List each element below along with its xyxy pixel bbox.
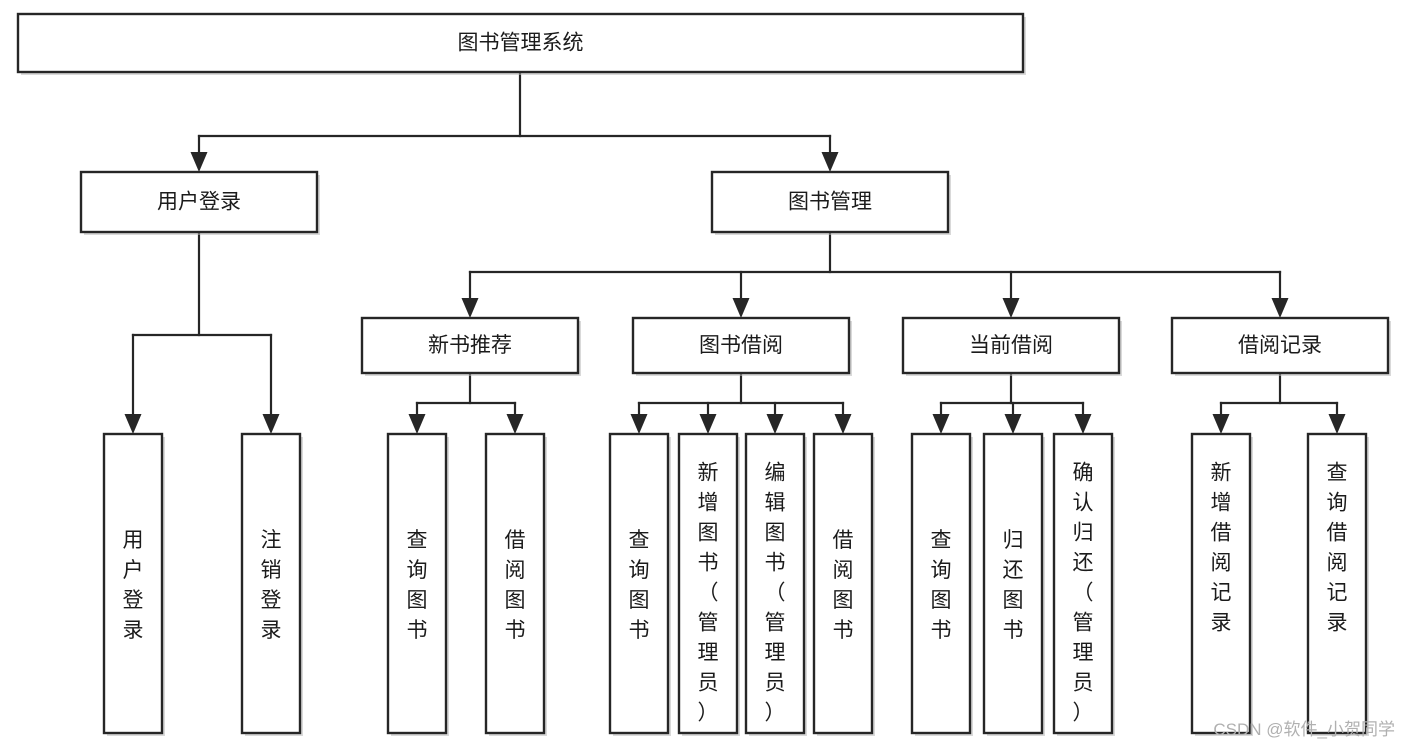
node-leaf-query-borrow-record-box[interactable] [1306,432,1368,735]
node-book-borrow-label: 图书借阅 [699,334,783,357]
node-leaf-borrow-book-recommend-box[interactable] [484,432,546,735]
node-leaf-add-book-admin[interactable]: 新增图书（管理员） [677,432,740,736]
node-leaf-logout-login-box[interactable] [240,432,302,735]
node-new-book-recommend[interactable]: 新书推荐 [360,316,581,376]
node-leaf-query-book-recommend-box[interactable] [386,432,448,735]
root-drop-1-arrowhead [821,152,839,172]
current-borrow-drop-1-arrowhead [1004,414,1022,434]
node-root-label: 图书管理系统 [458,32,584,55]
new-book-recommend-drop-0-arrowhead [408,414,426,434]
node-root-box[interactable] [16,12,1025,74]
node-borrow-record-box[interactable] [1170,316,1390,375]
book-management-drop-2-arrowhead [1002,298,1020,318]
node-book-management-box[interactable] [710,170,950,234]
node-layer: 图书管理系统用户登录图书管理新书推荐图书借阅当前借阅借阅记录用户登录注销登录查询… [16,12,1391,736]
node-leaf-query-book-current-label: 查询图书 [931,529,952,642]
node-leaf-borrow-book-recommend-label: 借阅图书 [505,529,526,642]
node-current-borrow-box[interactable] [901,316,1121,375]
book-management-drop-3-arrowhead [1271,298,1289,318]
node-leaf-user-login[interactable]: 用户登录 [102,432,165,736]
node-leaf-add-book-admin-label: 新增图书（管理员） [698,461,719,724]
node-borrow-record-label: 借阅记录 [1238,334,1322,357]
node-leaf-return-book[interactable]: 归还图书 [982,432,1045,736]
book-borrow-drop-1-arrowhead [699,414,717,434]
node-leaf-confirm-return-admin-box[interactable] [1052,432,1114,735]
current-borrow-drop-0-arrowhead [932,414,950,434]
node-leaf-borrow-book-recommend[interactable]: 借阅图书 [484,432,547,736]
node-book-borrow-box[interactable] [631,316,851,375]
node-leaf-confirm-return-admin[interactable]: 确认归还（管理员） [1052,432,1115,736]
node-leaf-return-book-box[interactable] [982,432,1044,735]
node-leaf-edit-book-admin-label: 编辑图书（管理员） [765,461,786,724]
node-leaf-logout-login-label: 注销登录 [261,529,282,642]
node-leaf-user-login-label: 用户登录 [123,529,144,642]
node-leaf-borrow-book[interactable]: 借阅图书 [812,432,875,736]
book-borrow-drop-2-arrowhead [766,414,784,434]
node-leaf-confirm-return-admin-label: 确认归还（管理员） [1073,461,1094,724]
node-leaf-add-borrow-record-box[interactable] [1190,432,1252,735]
current-borrow-drop-2-arrowhead [1074,414,1092,434]
node-leaf-query-book-recommend[interactable]: 查询图书 [386,432,449,736]
node-leaf-query-book-current[interactable]: 查询图书 [910,432,973,736]
node-leaf-return-book-label: 归还图书 [1003,529,1024,642]
node-leaf-query-book-recommend-label: 查询图书 [407,529,428,642]
node-user-login-box[interactable] [79,170,319,234]
book-management-drop-0-arrowhead [461,298,479,318]
node-leaf-query-borrow-record[interactable]: 查询借阅记录 [1306,432,1369,736]
node-leaf-query-book-borrow-label: 查询图书 [629,529,650,642]
user-login-drop-0-arrowhead [124,414,142,434]
node-user-login[interactable]: 用户登录 [79,170,320,235]
node-book-borrow[interactable]: 图书借阅 [631,316,852,376]
book-borrow-drop-3-arrowhead [834,414,852,434]
node-leaf-query-borrow-record-label: 查询借阅记录 [1327,461,1348,634]
book-management-drop-1-arrowhead [732,298,750,318]
node-leaf-add-book-admin-box[interactable] [677,432,739,735]
watermark-text: CSDN @软件_小贺同学 [1213,720,1395,739]
node-new-book-recommend-box[interactable] [360,316,580,375]
node-leaf-edit-book-admin[interactable]: 编辑图书（管理员） [744,432,807,736]
node-leaf-query-book-borrow[interactable]: 查询图书 [608,432,671,736]
book-borrow-drop-0-arrowhead [630,414,648,434]
node-book-management[interactable]: 图书管理 [710,170,951,235]
connector-layer [124,70,1346,434]
node-leaf-edit-book-admin-box[interactable] [744,432,806,735]
node-leaf-add-borrow-record[interactable]: 新增借阅记录 [1190,432,1253,736]
borrow-record-drop-0-arrowhead [1212,414,1230,434]
node-leaf-add-borrow-record-label: 新增借阅记录 [1211,461,1232,634]
node-current-borrow-label: 当前借阅 [969,334,1053,357]
borrow-record-drop-1-arrowhead [1328,414,1346,434]
new-book-recommend-drop-1-arrowhead [506,414,524,434]
node-book-management-label: 图书管理 [788,191,872,214]
node-leaf-borrow-book-label: 借阅图书 [833,529,854,642]
node-current-borrow[interactable]: 当前借阅 [901,316,1122,376]
node-leaf-logout-login[interactable]: 注销登录 [240,432,303,736]
node-leaf-query-book-current-box[interactable] [910,432,972,735]
root-drop-0-arrowhead [190,152,208,172]
node-leaf-query-book-borrow-box[interactable] [608,432,670,735]
node-user-login-label: 用户登录 [157,191,241,214]
node-leaf-borrow-book-box[interactable] [812,432,874,735]
user-login-drop-1-arrowhead [262,414,280,434]
node-new-book-recommend-label: 新书推荐 [428,334,512,357]
node-root[interactable]: 图书管理系统 [16,12,1026,75]
node-borrow-record[interactable]: 借阅记录 [1170,316,1391,376]
node-leaf-user-login-box[interactable] [102,432,164,735]
